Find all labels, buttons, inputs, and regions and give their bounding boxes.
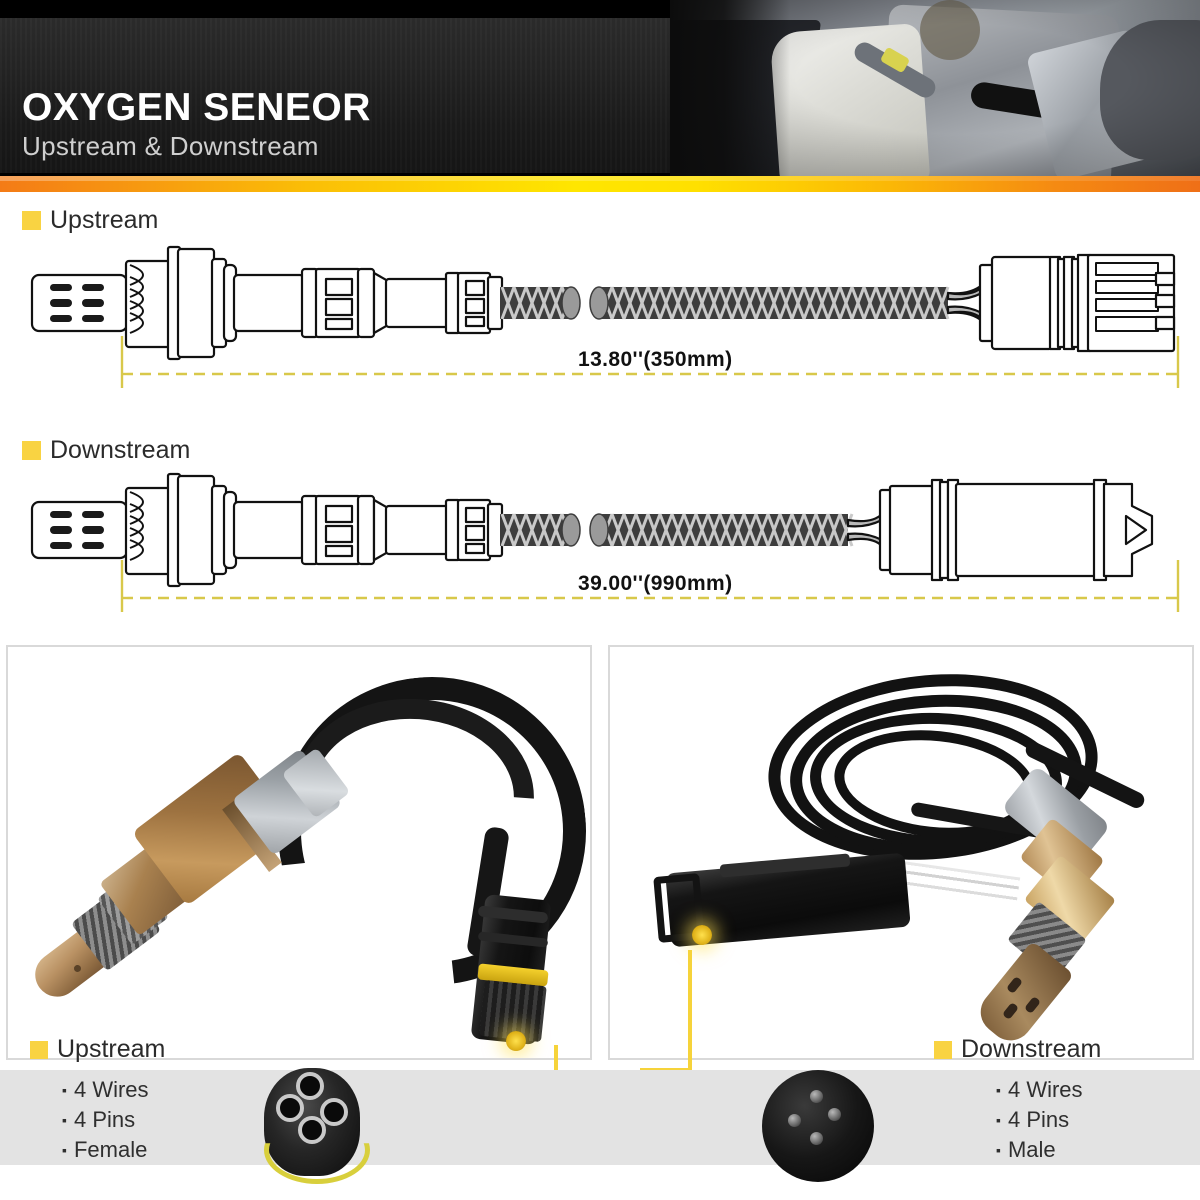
downstream-sensor-svg [30,472,1154,588]
spec-item: 4 Wires [996,1075,1083,1105]
yellow-square-bullet-icon [934,1040,952,1059]
connector-pin-3 [828,1108,841,1121]
upstream-spec-list: 4 Wires 4 Pins Female [62,1075,149,1165]
connector-socket-1 [296,1072,324,1100]
photo-shape-pipe [1100,20,1200,160]
downstream-sensor-drawing [20,470,1185,590]
upstream-product-photo [8,647,590,1058]
downstream-connector-closeup [762,1070,874,1182]
page-title: OXYGEN SENEOR [22,86,371,129]
downstream-label-text: Downstream [50,436,191,464]
connector-socket-3 [320,1098,348,1126]
accent-gradient-bar [0,176,1200,192]
downstream-product-photo [610,647,1192,1058]
header-banner: OXYGEN SENEOR Upstream & Downstream [0,0,1200,190]
braided-cable-left [500,513,581,547]
installation-photo [670,0,1200,176]
yellow-square-bullet-icon [30,1040,48,1059]
connector-socket-2 [276,1094,304,1122]
downstream-panel-label: Downstream [934,1037,1101,1062]
spec-item: Male [996,1135,1083,1165]
yellow-square-bullet-icon [22,441,41,460]
upstream-sensor-svg [30,245,1176,361]
connector-body [762,1070,874,1182]
upstream-photo-panel [6,645,592,1060]
downstream-spec-list: 4 Wires 4 Pins Male [996,1075,1083,1165]
downstream-panel-label-text: Downstream [961,1035,1102,1063]
spec-item: 4 Pins [996,1105,1083,1135]
upstream-connector-closeup [258,1058,370,1184]
downstream-callout-line [640,950,692,1072]
product-photo-panels [0,645,1200,1200]
photo-fade-mask [670,0,790,176]
yellow-square-bullet-icon [22,211,41,230]
braided-cable-right [589,286,950,320]
braided-cable-left [500,286,581,320]
downstream-diagram-label: Downstream [22,438,190,463]
photo-connector-pin-highlight [692,925,712,945]
upstream-label-text: Upstream [50,206,159,234]
page-subtitle: Upstream & Downstream [22,131,319,161]
connector-socket-4 [298,1116,326,1144]
photo-connector-pin-highlight [506,1031,526,1051]
upstream-panel-label-text: Upstream [57,1035,166,1063]
connector-pin-4 [810,1132,823,1145]
downstream-dimension-line [120,560,1180,612]
upstream-panel-label: Upstream [30,1037,165,1062]
spec-item: Female [62,1135,149,1165]
upstream-dimension-text: 13.80''(350mm) [578,348,733,371]
braided-cable-right [589,513,854,547]
spec-item: 4 Wires [62,1075,149,1105]
spec-item: 4 Pins [62,1105,149,1135]
downstream-photo-panel [608,645,1194,1060]
upstream-sensor-drawing [20,243,1185,363]
upstream-dimension-line [120,336,1180,388]
photo-shape-rust [920,0,980,60]
header-text-block: OXYGEN SENEOR Upstream & Downstream [22,88,371,159]
connector-pin-1 [810,1090,823,1103]
upstream-diagram-label: Upstream [22,208,158,233]
connector-pin-2 [788,1114,801,1127]
downstream-dimension-text: 39.00''(990mm) [578,572,733,595]
